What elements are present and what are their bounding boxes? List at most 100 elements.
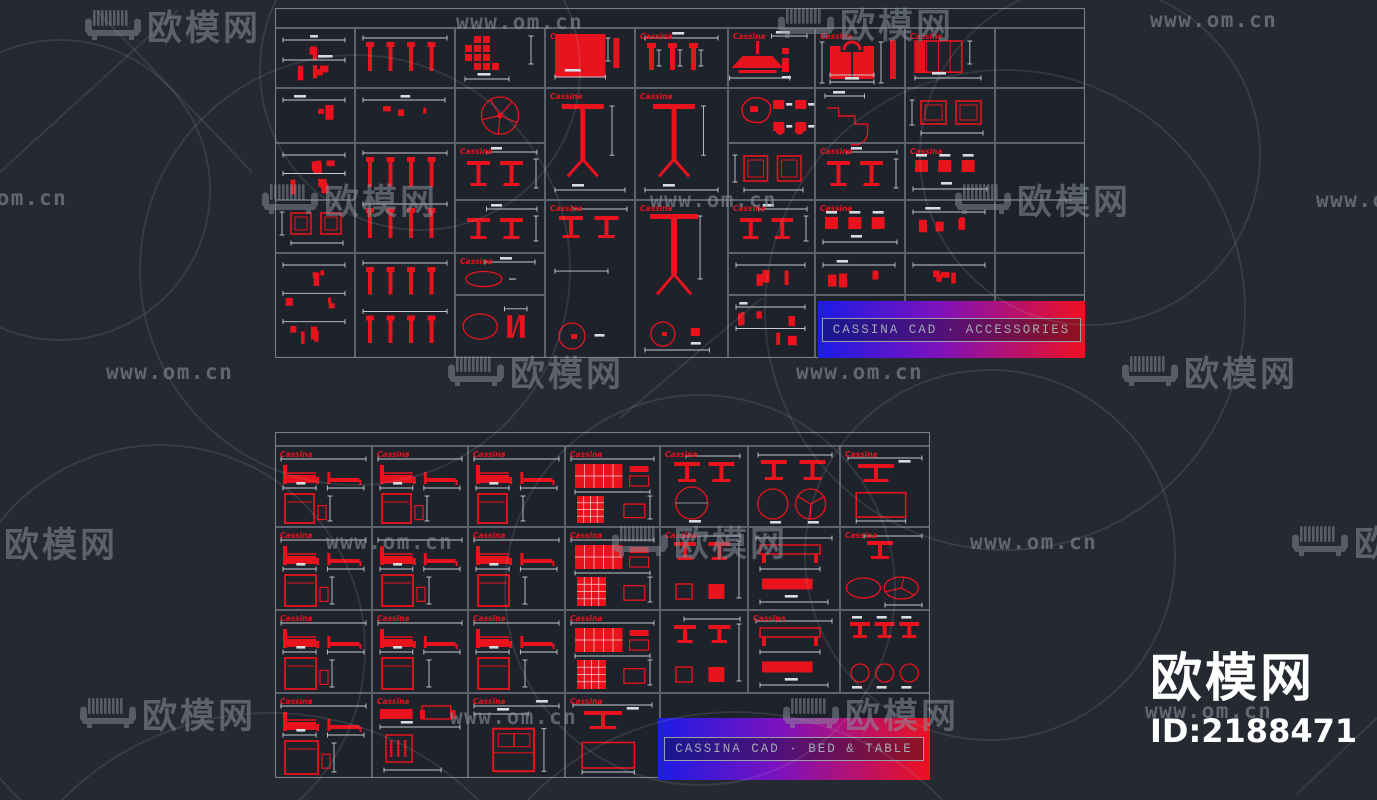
cad-cell [275, 432, 930, 446]
cad-cell [372, 527, 468, 610]
watermark-url: www.om.cn [1316, 188, 1377, 212]
cad-cell: Cassina [748, 610, 840, 693]
banner-accessories: CASSINA CAD · ACCESSORIES [818, 301, 1085, 358]
cassina-label: Cassina [550, 92, 582, 101]
cassina-label: Cassina [640, 92, 672, 101]
cad-cell [728, 295, 815, 358]
cassina-label: Cassina [377, 450, 409, 459]
cad-cell: Cassina [728, 28, 815, 88]
cad-cell [840, 610, 930, 693]
cad-cell [995, 143, 1085, 200]
cassina-label: Cassina [377, 614, 409, 623]
cad-cell [728, 253, 815, 295]
cassina-label: Cassina [570, 697, 602, 706]
cassina-label: Cassina [570, 531, 602, 540]
cad-cell: Cassina [635, 200, 728, 358]
cad-cell: Cassina [468, 693, 565, 778]
cad-cell [905, 88, 995, 143]
cassina-label: Cassina [280, 614, 312, 623]
cad-cell: Cassina [468, 446, 565, 527]
cassina-label: Cassina [640, 32, 672, 41]
cad-cell [995, 200, 1085, 253]
cassina-label: Cassina [473, 450, 505, 459]
sofa-icon [85, 10, 141, 40]
cad-cell: Cassina [905, 143, 995, 200]
watermark-arc [0, 39, 211, 341]
cad-cell [728, 88, 815, 143]
watermark-line [0, 9, 179, 173]
cad-cell [455, 28, 545, 88]
cad-cell [455, 200, 545, 253]
cad-cell: Cassina [565, 693, 660, 778]
cassina-label: Cassina [820, 204, 852, 213]
cad-cell: Cassina [660, 446, 748, 527]
cad-cell: Cassina [372, 446, 468, 527]
watermark-site-name: 欧模网 [1354, 525, 1377, 565]
watermark-site-name: 欧模网 [1184, 355, 1298, 395]
cad-cell [728, 143, 815, 200]
cad-cell: Cassina [565, 527, 660, 610]
cad-cell: Cassina [275, 693, 372, 778]
cad-cell [355, 88, 455, 143]
cad-cell [815, 253, 905, 295]
cassina-label: Cassina [570, 614, 602, 623]
banner-accessories-label: CASSINA CAD · ACCESSORIES [821, 317, 1082, 342]
watermark-line [95, 9, 253, 173]
cad-cell: Cassina [455, 143, 545, 200]
cad-cell [355, 28, 455, 88]
watermark-site-name: 欧模网 [142, 697, 256, 737]
cad-cell [660, 610, 748, 693]
cassina-label: Cassina [845, 450, 877, 459]
cad-cell [748, 527, 840, 610]
cad-cell [275, 143, 355, 200]
cad-cell [995, 253, 1085, 295]
cassina-label: Cassina [280, 531, 312, 540]
cad-cell: Cassina [468, 610, 565, 693]
cassina-label: Cassina [377, 697, 409, 706]
cad-cell: Cassina [635, 28, 728, 88]
cad-cell: Cassina [565, 446, 660, 527]
cad-cell [995, 88, 1085, 143]
cad-cell [995, 28, 1085, 88]
model-id: ID:2188471 [1150, 711, 1358, 750]
watermark-site-name: 欧模网 [147, 9, 261, 49]
cassina-label: Cassina [665, 450, 697, 459]
cad-cell: Cassina [545, 28, 635, 88]
cad-cell: Cassina [905, 28, 995, 88]
cad-cell: Cassina [815, 28, 905, 88]
watermark-site-name: 欧模网 [510, 355, 624, 395]
sofa-icon [80, 698, 136, 728]
cad-cell: Cassina [275, 610, 372, 693]
cad-cell: Cassina [455, 253, 545, 295]
cad-cell: Cassina [372, 693, 468, 778]
cad-cell: Cassina [728, 200, 815, 253]
site-logo-text: 欧模网 [1150, 649, 1316, 709]
cad-cell [275, 253, 355, 358]
cad-cell: Cassina [275, 527, 372, 610]
cad-cell [275, 200, 355, 253]
cassina-label: Cassina [473, 697, 505, 706]
cad-cell [815, 88, 905, 146]
cad-cell: Cassina [372, 610, 468, 693]
watermark-url: www.om.cn [0, 186, 67, 210]
cad-cell: Cassina [275, 446, 372, 527]
cad-cell [275, 88, 355, 143]
cad-cell [455, 295, 545, 358]
cad-cell: Cassina [840, 446, 930, 527]
cassina-label: Cassina [280, 450, 312, 459]
watermark-url: www.om.cn [970, 530, 1097, 554]
cad-cell [275, 8, 1085, 28]
cassina-label: Cassina [845, 531, 877, 540]
sofa-icon [1292, 526, 1348, 556]
watermark-url: www.om.cn [796, 360, 923, 384]
cassina-label: Cassina [733, 204, 765, 213]
cassina-label: Cassina [640, 204, 672, 213]
watermark-url: www.om.cn [1150, 8, 1277, 32]
banner-bed-table: CASSINA CAD · BED & TABLE [658, 718, 930, 780]
cad-cell: Cassina [545, 88, 635, 200]
cad-cell [905, 253, 995, 295]
